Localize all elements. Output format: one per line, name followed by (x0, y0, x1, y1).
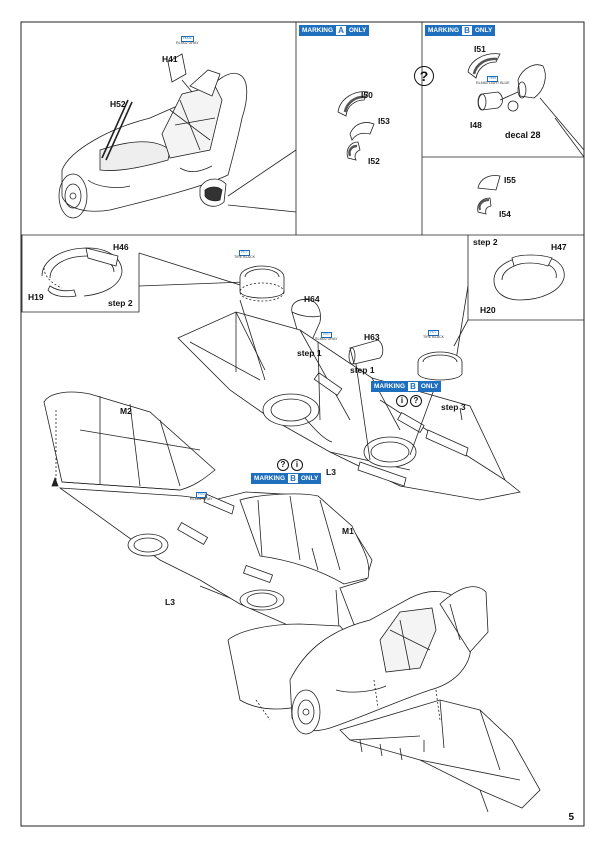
step-label-step2-left: step 2 (108, 298, 133, 308)
color-callout-h64: H70 RLM02 GRAY (315, 332, 338, 342)
marking-b-suffix: ONLY (474, 27, 493, 34)
color-name: RLM02 GRAY (190, 496, 213, 501)
step-label-step1-a: step 1 (297, 348, 322, 358)
part-label-h19: H19 (28, 292, 44, 302)
marking-b-prefix: MARKING (428, 27, 460, 34)
marking-a-only-badge: MARKING A ONLY (299, 25, 370, 36)
color-name: RLM02 GRAY (176, 40, 199, 45)
marking-b-letter: B (408, 382, 418, 391)
part-label-h64: H64 (304, 294, 320, 304)
part-label-i55: I55 (504, 175, 516, 185)
marking-a-suffix: ONLY (348, 27, 367, 34)
marking-b-only-badge-lower-wing: MARKING B ONLY (251, 473, 322, 484)
part-label-i51: I51 (474, 44, 486, 54)
color-code: H77 (239, 250, 250, 256)
color-name: RLM65 LIGHT BLUE (476, 80, 510, 85)
color-code: H77 (428, 330, 439, 336)
color-callout-i48: H90 RLM65 LIGHT BLUE (476, 76, 510, 86)
step-label-step2-right: step 2 (473, 237, 498, 247)
part-label-h52: H52 (110, 99, 126, 109)
color-name: TIRE BLACK (423, 334, 444, 339)
color-code: H003 (180, 36, 194, 42)
part-label-h63: H63 (364, 332, 380, 342)
question-icon: ? (410, 395, 422, 407)
step-label-step3: step 3 (441, 402, 466, 412)
color-code: H70 (320, 332, 332, 338)
info-icon: i (291, 459, 303, 471)
step-label-step1-b: step 1 (350, 365, 375, 375)
marking-b-letter: B (288, 474, 298, 483)
color-name: RLM02 GRAY (315, 336, 338, 341)
part-label-i48: I48 (470, 120, 482, 130)
marking-b-only-badge-upper-wing: MARKING B ONLY (371, 381, 442, 392)
marking-a-letter: A (336, 26, 346, 35)
part-label-i50: I50 (361, 90, 373, 100)
part-label-l3-lower: L3 (165, 597, 175, 607)
color-code: H70 (195, 492, 207, 498)
part-label-m1: M1 (342, 526, 354, 536)
color-callout-h41: H003 RLM02 GRAY (176, 36, 199, 46)
part-label-i54: I54 (499, 209, 511, 219)
part-label-h47: H47 (551, 242, 567, 252)
marking-b-prefix: MARKING (254, 475, 286, 482)
part-label-decal-28: decal 28 (505, 130, 541, 140)
marking-b-suffix: ONLY (300, 475, 319, 482)
marking-b-letter: B (462, 26, 472, 35)
part-label-i53: I53 (378, 116, 390, 126)
question-icon: ? (277, 459, 289, 471)
color-callout-h47: H77 TIRE BLACK (423, 330, 444, 340)
color-name: TIRE BLACK (234, 254, 255, 259)
page-number: 5 (568, 812, 574, 823)
color-code: H90 (487, 76, 499, 82)
color-callout-m1: H70 RLM02 GRAY (190, 492, 213, 502)
marking-b-only-badge-top: MARKING B ONLY (425, 25, 496, 36)
part-label-l3-upper: L3 (326, 467, 336, 477)
part-label-h41: H41 (162, 54, 178, 64)
info-icon: i (396, 395, 408, 407)
part-label-i52: I52 (368, 156, 380, 166)
marking-a-prefix: MARKING (302, 27, 334, 34)
part-label-h20: H20 (480, 305, 496, 315)
part-label-h46: H46 (113, 242, 129, 252)
marking-b-suffix: ONLY (420, 383, 439, 390)
part-label-m2: M2 (120, 406, 132, 416)
color-callout-h46: H77 TIRE BLACK (234, 250, 255, 260)
marking-b-prefix: MARKING (374, 383, 406, 390)
question-icon: ? (414, 66, 434, 86)
